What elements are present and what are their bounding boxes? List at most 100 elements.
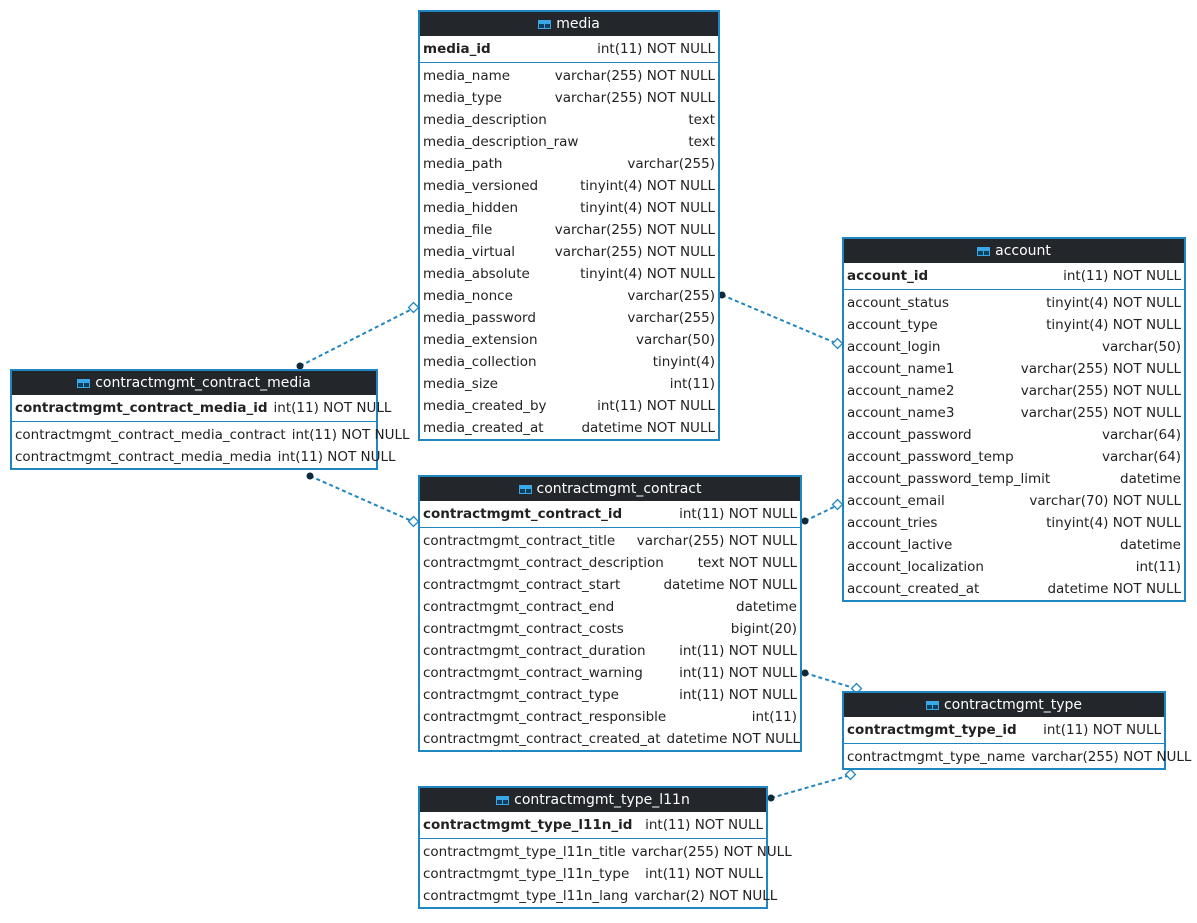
column-type: varchar(255) NOT NULL [1020, 383, 1181, 399]
column-name: contractmgmt_contract_costs [423, 621, 624, 637]
table-title: contractmgmt_contract_media [95, 375, 311, 391]
column-type: tinyint(4) NOT NULL [580, 200, 715, 216]
column-name: media_created_by [423, 398, 547, 414]
column-type: datetime NOT NULL [663, 577, 797, 593]
column-type: varchar(255) NOT NULL [1031, 749, 1192, 765]
column-row[interactable]: contractmgmt_contract_costs bigint(20) [420, 618, 800, 640]
column-name: media_description [423, 112, 547, 128]
column-name: contractmgmt_contract_warning [423, 665, 643, 681]
column-type: int(11) NOT NULL [273, 400, 392, 416]
table-header[interactable]: contractmgmt_type [844, 693, 1164, 717]
column-name: account_name1 [847, 361, 955, 377]
column-row[interactable]: media_virtual varchar(255) NOT NULL [420, 241, 718, 263]
column-name: media_nonce [423, 288, 513, 304]
column-name: account_status [847, 295, 950, 311]
column-type: int(11) NOT NULL [291, 427, 410, 443]
column-type: datetime [1120, 471, 1181, 487]
column-type: varchar(50) [1101, 339, 1181, 355]
column-type: int(11) NOT NULL [679, 643, 797, 659]
column-name: account_lactive [847, 537, 953, 553]
column-type: bigint(20) [730, 621, 797, 637]
column-type: varchar(255) [627, 310, 715, 326]
column-type: datetime [736, 599, 797, 615]
column-type: varchar(64) [1101, 449, 1181, 465]
column-row[interactable]: media_nonce varchar(255) [420, 285, 718, 307]
table-title: contractmgmt_type [943, 697, 1083, 713]
table-header[interactable]: contractmgmt_contract [420, 477, 800, 501]
rel-contract-type [801, 669, 863, 695]
table-contractmgmt-contract-media[interactable]: contractmgmt_contract_media contractmgmt_… [10, 369, 410, 470]
column-type: int(11) NOT NULL [597, 398, 715, 414]
column-name: media_virtual [423, 244, 515, 260]
column-row[interactable]: media_created_by int(11) NOT NULL [420, 395, 718, 417]
table-header[interactable]: contractmgmt_contract_media [12, 371, 376, 395]
rel-contract-account [801, 498, 844, 525]
column-name: media_path [423, 156, 503, 172]
table-header[interactable]: media [420, 12, 718, 36]
column-name: contractmgmt_contract_description [423, 555, 664, 571]
column-type: tinyint(4) NOT NULL [1046, 317, 1181, 333]
table-header[interactable]: account [844, 239, 1184, 263]
table-title: account [995, 243, 1051, 259]
column-type: varchar(255) NOT NULL [554, 244, 715, 260]
rel-media-account [718, 291, 844, 350]
column-type: datetime NOT NULL [1047, 581, 1181, 597]
table-header[interactable]: contractmgmt_type_l11n [420, 788, 766, 812]
column-type: varchar(255) [627, 288, 715, 304]
